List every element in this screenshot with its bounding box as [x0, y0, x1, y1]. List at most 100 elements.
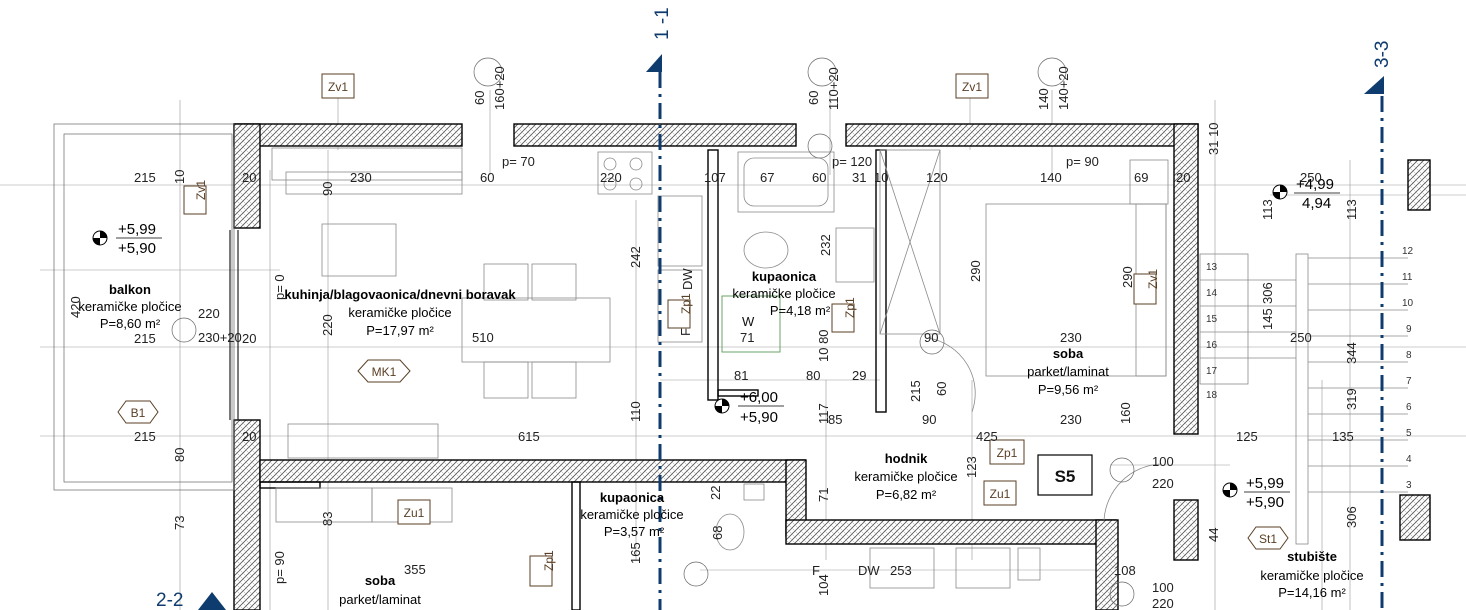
level-hall-bottom: +5,90: [740, 409, 778, 426]
dim: 253: [890, 563, 912, 578]
parapet-balcony-door: p= 0: [272, 274, 287, 300]
dim: 20: [1176, 170, 1190, 185]
stairs-finish: keramičke pločice: [1260, 568, 1363, 583]
dim: 215: [134, 331, 156, 346]
balcony-area: P=8,60 m²: [100, 316, 161, 331]
bath2-name: kupaonica: [600, 490, 665, 505]
dim: 80: [172, 448, 187, 462]
section-1-arrow-icon: [646, 54, 662, 72]
tag-fridge-2: F: [812, 563, 820, 578]
step-number: 17: [1206, 366, 1218, 377]
dim: 83: [320, 512, 335, 526]
level-marker-landing: +5,99 +5,90: [1222, 475, 1290, 511]
balcony-finish: keramičke pločice: [78, 299, 181, 314]
window-dim: 160+20: [492, 66, 507, 110]
step-number: 13: [1206, 262, 1218, 273]
dim: 10: [874, 170, 888, 185]
tag-b1: B1: [131, 406, 146, 420]
step-number: 14: [1206, 288, 1218, 299]
section-axes: 1 -1 3-3 2-2: [156, 7, 1393, 610]
dim: 29: [852, 368, 866, 383]
dim: 355: [404, 562, 426, 577]
tag-fridge: F: [678, 328, 693, 336]
step-number: 6: [1406, 402, 1412, 413]
dim: 90: [320, 182, 335, 196]
dim: 31: [852, 170, 866, 185]
dim: 20: [242, 170, 256, 185]
dim: 117: [816, 403, 831, 424]
level-hall-top: +6,00: [740, 389, 778, 406]
stairs-name: stubište: [1287, 549, 1337, 564]
tag-zv1-right: Zv1: [962, 80, 982, 94]
dim: 73: [172, 516, 187, 530]
section-3-arrow-icon: [1364, 76, 1384, 94]
dim: 100: [1152, 580, 1174, 595]
dim: 230+20: [198, 330, 242, 345]
dim: 90: [922, 412, 936, 427]
tag-dishwasher: DW: [680, 268, 695, 290]
hall-area: P=6,82 m²: [876, 487, 937, 502]
bath1-finish: keramičke pločice: [732, 286, 835, 301]
dim: 306: [1260, 282, 1275, 304]
step-number: 12: [1402, 246, 1414, 257]
hall-name: hodnik: [885, 451, 928, 466]
dim: 510: [472, 330, 494, 345]
bath1-area: P=4,18 m²: [770, 303, 831, 318]
dim: 220: [320, 314, 335, 336]
bath2-finish: keramičke pločice: [580, 507, 683, 522]
dim: 69: [1134, 170, 1148, 185]
tag-zp1-bath: Zp1: [679, 293, 693, 314]
step-number: 9: [1406, 324, 1412, 335]
tag-dishwasher-2: DW: [858, 563, 880, 578]
dim: 250: [1300, 170, 1322, 185]
bedroom1-name: soba: [1053, 346, 1084, 361]
step-number: 5: [1406, 428, 1412, 439]
parapet-bath: p= 120: [832, 154, 872, 169]
window-dim: 110+20: [826, 67, 841, 110]
section-2-label: 2-2: [156, 590, 183, 610]
section-3-label: 3-3: [1372, 41, 1393, 68]
dim: 306: [1344, 506, 1359, 528]
dim: 20: [242, 331, 256, 346]
dim: 215: [908, 380, 923, 402]
dim: 215: [134, 429, 156, 444]
dim: 160: [1118, 402, 1133, 424]
dim: 220: [1152, 596, 1174, 610]
dim: 232: [818, 234, 833, 256]
dim: 242: [628, 246, 643, 268]
dim: 10: [172, 170, 187, 184]
dim: 125: [1236, 429, 1258, 444]
room-labels: balkon keramičke pločice P=8,60 m² kuhin…: [78, 269, 1363, 607]
step-number: 3: [1406, 480, 1412, 491]
dim: 60: [934, 382, 949, 396]
stairs-area: P=14,16 m²: [1278, 585, 1346, 600]
bath2-area: P=3,57 m²: [604, 524, 665, 539]
dim: 22: [708, 486, 723, 500]
step-number: 16: [1206, 340, 1218, 351]
dimension-labels: 215 215 215 10 230 60 220 107 67 60 31 1…: [68, 66, 1359, 610]
dim: 60: [806, 91, 821, 105]
dim: 290: [1120, 266, 1135, 288]
parapet-labels: p= 70 p= 120 p= 90 p= 0 p= 90: [272, 154, 1099, 584]
dim: 113: [1344, 199, 1359, 220]
hall-finish: keramičke pločice: [854, 469, 957, 484]
dim: 123: [964, 456, 979, 478]
dim: 10 80: [816, 329, 831, 362]
level-balcony-top: +5,99: [118, 221, 156, 238]
tag-zv1-balcony: Zv1: [194, 180, 208, 200]
dim: 165: [628, 542, 643, 564]
dim: 113: [1260, 199, 1275, 220]
tag-zp1-bath2: Zp1: [542, 550, 556, 571]
dim: 250: [1290, 330, 1312, 345]
dim: 31 10: [1206, 122, 1221, 155]
dim: 230: [1060, 330, 1082, 345]
element-tags: Zv1 Zv1 Zv1 Zv1 Zp1 Zp1 Zp1 Zu1 Zu1 Zp1 …: [117, 73, 1289, 587]
parapet-bedroom: p= 90: [1066, 154, 1099, 169]
dim: 215: [134, 170, 156, 185]
dim: 107: [704, 170, 726, 185]
bedroom1-area: P=9,56 m²: [1038, 382, 1099, 397]
dim: 220: [1152, 476, 1174, 491]
dim: 290: [968, 260, 983, 282]
